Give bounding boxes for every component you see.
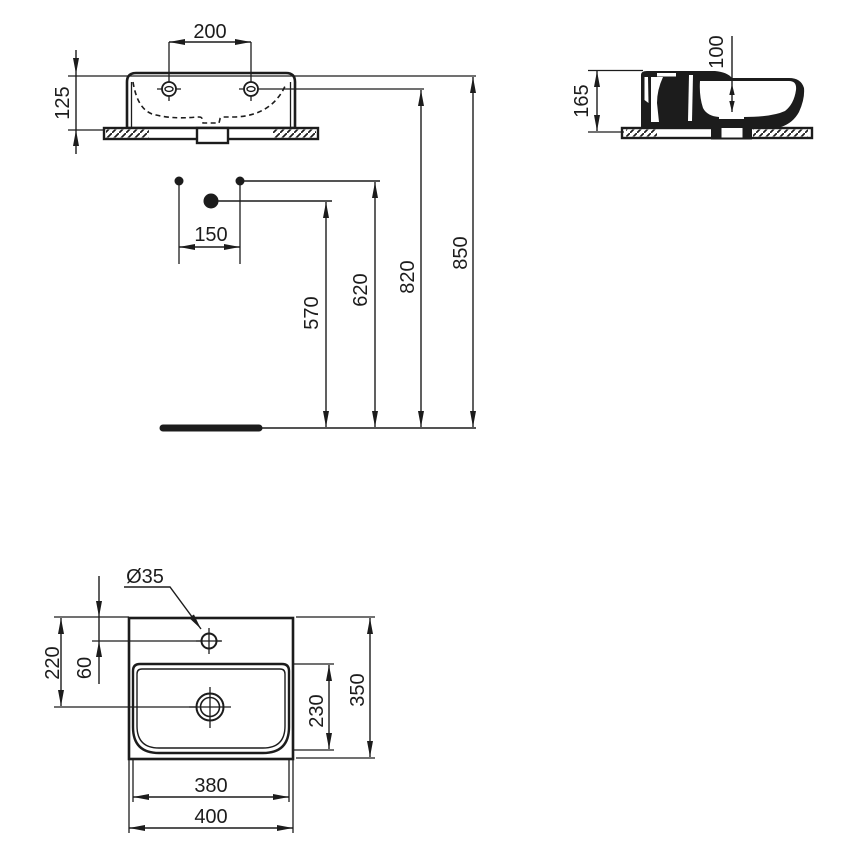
side-view: 165 100 [571, 35, 814, 140]
side-bracket-hatch-right [753, 129, 808, 137]
dim-label-125: 125 [52, 86, 74, 119]
front-drain-fitting [195, 126, 230, 145]
dim-label-200: 200 [193, 21, 226, 43]
plan-basin-inner-line [136, 668, 286, 749]
fixing-hole-right [243, 81, 259, 97]
dim-label-350: 350 [347, 673, 369, 706]
dim-label-850: 850 [450, 236, 472, 269]
side-leg-sliver [688, 75, 693, 121]
side-bracket-hatch-left [626, 129, 657, 137]
plan-basin-outer-line [131, 662, 291, 755]
side-wall-sliver [644, 77, 649, 103]
dim-bowl-depth: 100 [706, 35, 735, 112]
installation-dims: 150 570 620 820 850 [159, 77, 476, 432]
dim-supply-spacing: 150 [179, 224, 240, 250]
fixing-hole-left [161, 81, 177, 97]
dim-overall-depth: 350 [347, 618, 373, 757]
side-drain-box [721, 128, 743, 138]
dim-front-to-drain: 220 [42, 618, 64, 706]
dim-label-570: 570 [301, 296, 323, 329]
dim-supply-height: 620 [350, 182, 378, 427]
side-overflow-notch [657, 73, 676, 77]
plan-view: Ø35 220 60 230 350 380 [42, 566, 375, 833]
dim-bowl-width: 380 [133, 775, 289, 800]
dim-rim-height: 850 [450, 77, 476, 427]
front-view: 200 125 [52, 21, 476, 154]
front-bracket-hatch-left [106, 129, 149, 138]
dim-label-60: 60 [74, 657, 96, 679]
dim-label-820: 820 [397, 260, 419, 293]
dim-label-150: 150 [194, 224, 227, 246]
side-pedestal-gap [651, 77, 663, 122]
dim-label-380: 380 [194, 775, 227, 797]
dim-total-height: 165 [571, 71, 600, 131]
tap-hole [196, 628, 222, 654]
dim-label-620: 620 [350, 273, 372, 306]
dim-label-d35: Ø35 [126, 566, 164, 588]
drain-hole [189, 687, 231, 728]
front-basin-outline [125, 71, 297, 130]
supply-point-left [174, 176, 184, 186]
dim-drain-height: 570 [301, 202, 329, 427]
dim-front-to-tap: 60 [74, 576, 102, 684]
dim-hole-spacing: 200 [169, 21, 251, 45]
front-bracket-hatch-right [273, 129, 316, 138]
dim-fixing-height: 820 [397, 90, 424, 427]
dim-label-165: 165 [571, 84, 593, 117]
dim-overall-width: 400 [129, 806, 293, 831]
dim-bowl-length: 230 [306, 665, 332, 749]
front-bowl-dashed-line [132, 81, 287, 124]
dim-apron-height: 125 [52, 50, 79, 154]
dim-label-400: 400 [194, 806, 227, 828]
dim-label-100: 100 [706, 35, 728, 68]
side-bowl-interior [699, 81, 797, 121]
dim-label-230: 230 [306, 694, 328, 727]
label-tap-hole-diameter: Ø35 [124, 566, 202, 630]
dim-label-220: 220 [42, 646, 64, 679]
